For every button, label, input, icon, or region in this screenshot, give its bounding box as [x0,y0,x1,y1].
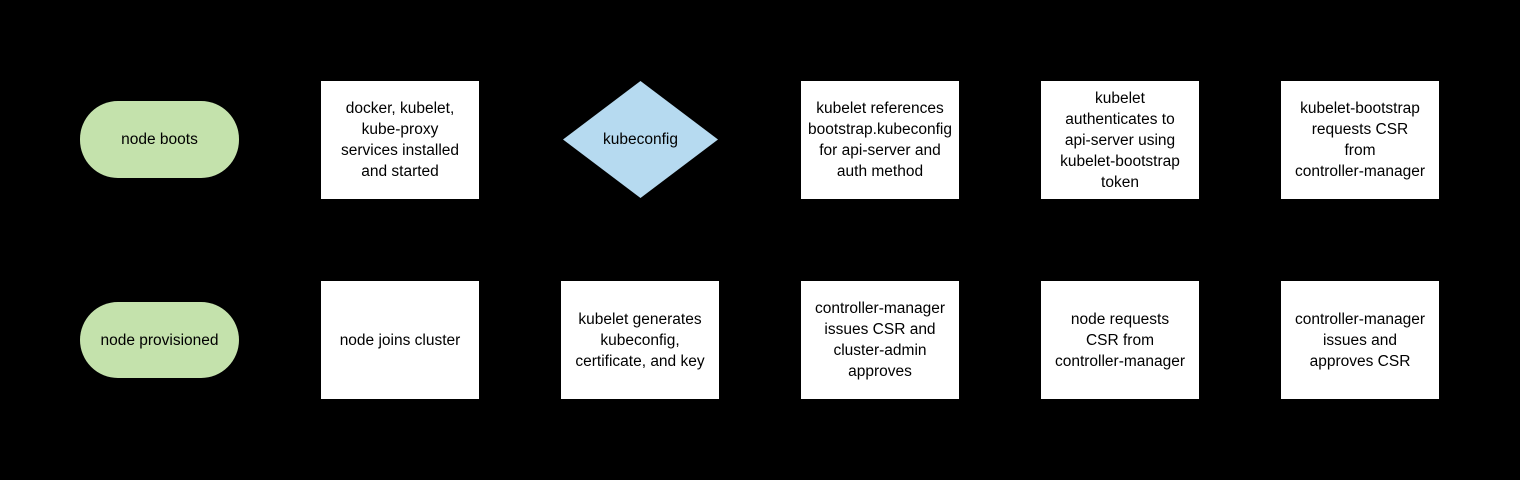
process-cm-issues-approves-csr: controller-manager issues and approves C… [1281,281,1439,399]
process-node-requests-csr: node requests CSR from controller-manage… [1041,281,1199,399]
process-kubelet-generates: kubelet generates kubeconfig, certificat… [561,281,719,399]
terminal-node-boots: node boots [80,101,239,178]
decision-kubeconfig: kubeconfig [563,81,718,198]
process-node-joins-cluster: node joins cluster [321,281,479,399]
process-kubelet-authenticates: kubelet authenticates to api-server usin… [1041,81,1199,199]
process-cm-issues-csr-admin-approves: controller-manager issues CSR and cluste… [801,281,959,399]
process-kubelet-bootstrap-requests-csr: kubelet-bootstrap requests CSR from cont… [1281,81,1439,199]
process-kubelet-references-bootstrap: kubelet references bootstrap.kubeconfig … [801,81,959,199]
process-services-installed: docker, kubelet, kube-proxy services ins… [321,81,479,199]
terminal-node-provisioned: node provisioned [80,302,239,378]
